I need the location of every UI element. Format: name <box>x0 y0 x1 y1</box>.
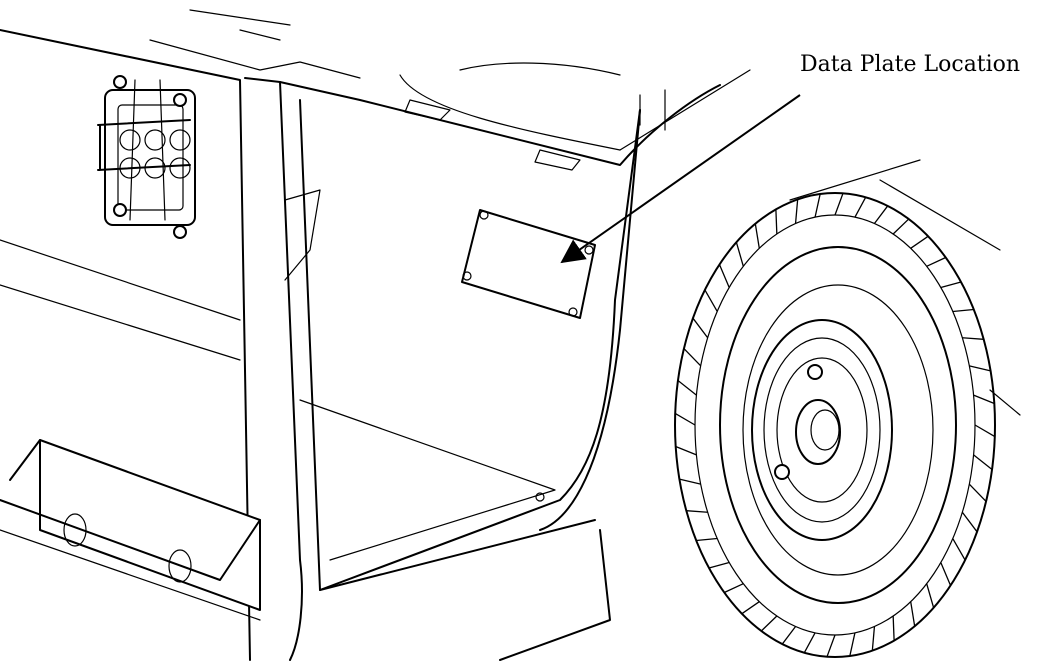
tread-lug <box>683 348 702 367</box>
tread-lug <box>873 205 889 224</box>
tread-lug <box>696 537 718 542</box>
tread-lug <box>803 632 816 654</box>
tread-lug <box>952 308 974 313</box>
tread-lug <box>892 615 895 641</box>
tread-lug <box>974 424 996 438</box>
tread-lug <box>775 209 778 235</box>
tread-lug <box>675 445 697 456</box>
tread-lug <box>871 626 876 651</box>
data-plate <box>461 209 596 319</box>
tread-lug <box>961 511 978 533</box>
tread-lug <box>969 365 991 372</box>
tread-lug <box>686 510 708 513</box>
callout-arrow <box>560 94 801 264</box>
front-wheel <box>674 159 1021 658</box>
tread-lug <box>849 632 856 657</box>
tread-lug <box>704 289 718 312</box>
tread-lug <box>968 483 987 502</box>
tread-lug <box>962 337 984 340</box>
tread-lug <box>735 242 744 267</box>
tread-lug <box>692 317 709 339</box>
tread-lug <box>973 394 995 405</box>
tire-tread <box>674 193 996 657</box>
tread-lug <box>973 454 993 470</box>
callout-label: Data Plate Location <box>800 52 1021 77</box>
tread-lug <box>940 281 962 289</box>
tread-lug <box>754 223 760 249</box>
tread-lug <box>834 193 844 216</box>
tread-lug <box>940 562 952 586</box>
step-block <box>0 439 261 611</box>
tread-lug <box>677 380 697 396</box>
tread-lug <box>926 256 946 267</box>
tread-lug <box>794 199 799 224</box>
tread-lug <box>741 601 760 615</box>
tread-lug <box>679 478 701 485</box>
tread-lug <box>708 561 730 569</box>
body-frame <box>244 77 721 661</box>
tread-lug <box>718 264 730 288</box>
tread-lug <box>952 538 966 561</box>
tread-lug <box>781 626 797 645</box>
tread-lug <box>910 235 929 249</box>
tread-lug <box>910 601 916 627</box>
tread-lug <box>724 583 744 594</box>
headlight <box>97 75 196 239</box>
tread-lug <box>854 196 867 218</box>
left-body-panel <box>0 29 261 661</box>
tread-lug <box>814 193 821 218</box>
tread-lug <box>892 218 910 235</box>
tread-lug <box>760 615 778 632</box>
tread-lug <box>926 583 935 608</box>
tread-lug <box>826 634 836 657</box>
tread-lug <box>674 412 696 426</box>
